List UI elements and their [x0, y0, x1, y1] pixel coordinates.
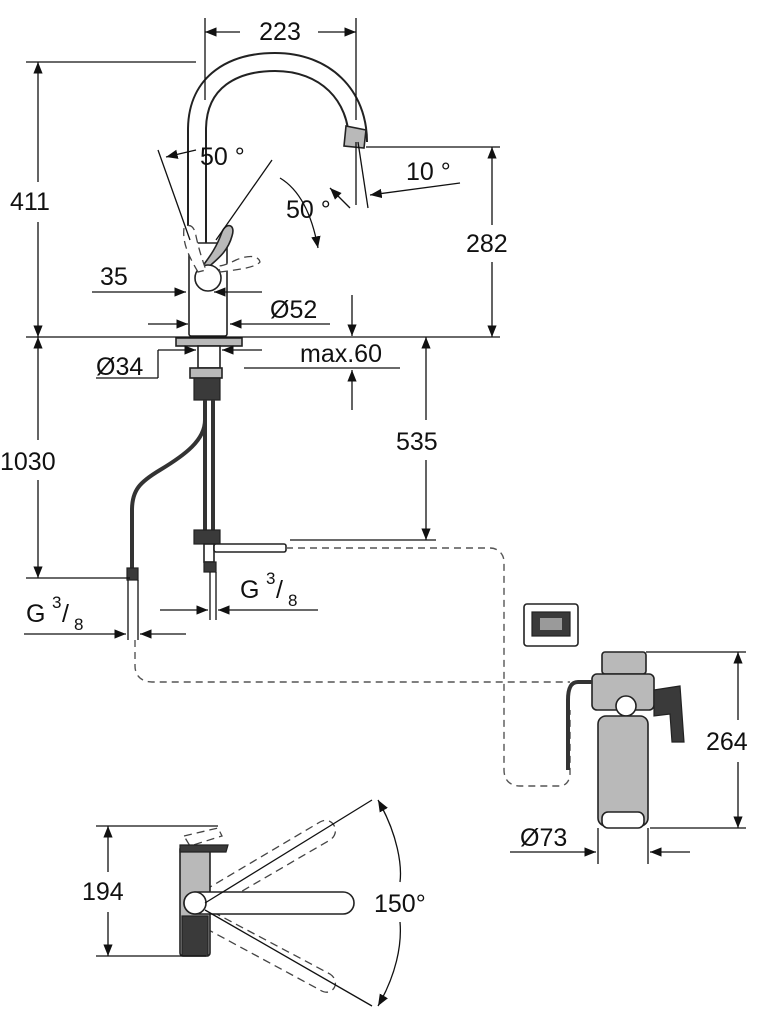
lever-handle	[199, 224, 234, 283]
filter-cartridge	[597, 715, 649, 827]
shank	[197, 345, 221, 369]
label-lever-angle-back: 50 °	[200, 143, 245, 171]
top-view-handle	[179, 844, 229, 853]
filter-cartridge-base	[601, 811, 645, 829]
label-connection-left-num: 3	[52, 593, 61, 612]
label-connection-right: G	[240, 576, 259, 604]
lever-ghost-front	[217, 255, 261, 273]
label-connection-left-den: 8	[74, 615, 83, 634]
faucet-side-view	[126, 51, 571, 787]
hose-connector-left	[126, 567, 139, 581]
faucet-top-view	[179, 819, 355, 993]
filter-head-knob	[615, 695, 637, 717]
thread	[193, 377, 221, 401]
label-connection-left: G	[26, 600, 45, 628]
label-spout-reach: 223	[259, 18, 301, 46]
label-body-diameter: Ø52	[270, 296, 317, 324]
filter-display-inner	[540, 618, 562, 630]
filter-inlet-pipe	[566, 680, 592, 770]
nut	[189, 367, 223, 379]
label-total-height: 411	[10, 188, 50, 216]
filter-hose-dashed-2	[286, 547, 571, 787]
label-deck-thickness: max.60	[300, 340, 382, 368]
filter-unit	[523, 603, 685, 829]
label-swivel-angle: 150°	[374, 890, 426, 918]
label-filter-height: 264	[706, 728, 748, 756]
label-connection-right-slash: /	[276, 576, 283, 604]
label-lever-angle-front: 50 °	[286, 196, 331, 224]
label-connection-left-slash: /	[62, 600, 69, 628]
label-flange-diameter: Ø34	[96, 353, 143, 381]
filter-head	[601, 651, 647, 675]
flange	[175, 337, 243, 347]
top-view-spout-hub	[183, 891, 207, 915]
valve-body	[203, 543, 215, 563]
top-view-spout	[183, 891, 355, 915]
top-view-lever-ghost	[182, 827, 223, 847]
dimension-labels: 223 411 282 50 ° 50 ° 10 ° 35 Ø52 Ø34 ma…	[0, 18, 748, 918]
hose-left	[130, 400, 207, 572]
label-connection-right-den: 8	[288, 591, 297, 610]
top-view-thread	[181, 915, 209, 957]
label-hose-length: 1030	[0, 448, 56, 476]
top-view-ghost-lower	[204, 911, 336, 993]
valve-block	[193, 529, 221, 545]
label-connection-right-num: 3	[266, 569, 275, 588]
valve-outlet	[203, 561, 217, 573]
label-top-view-depth: 194	[82, 878, 124, 906]
filter-mount-bracket	[653, 685, 685, 743]
label-filter-diameter: Ø73	[520, 824, 567, 852]
valve-lever	[213, 543, 287, 553]
spout-arc-inner	[189, 53, 366, 245]
label-spout-height: 282	[466, 230, 508, 258]
label-lever-offset: 35	[100, 263, 128, 291]
dimension-lines	[24, 18, 746, 1007]
label-spout-tilt: 10 °	[406, 158, 451, 186]
spout-tip	[343, 125, 367, 149]
filter-hose-dashed-1	[134, 640, 570, 683]
label-valve-depth: 535	[396, 428, 438, 456]
